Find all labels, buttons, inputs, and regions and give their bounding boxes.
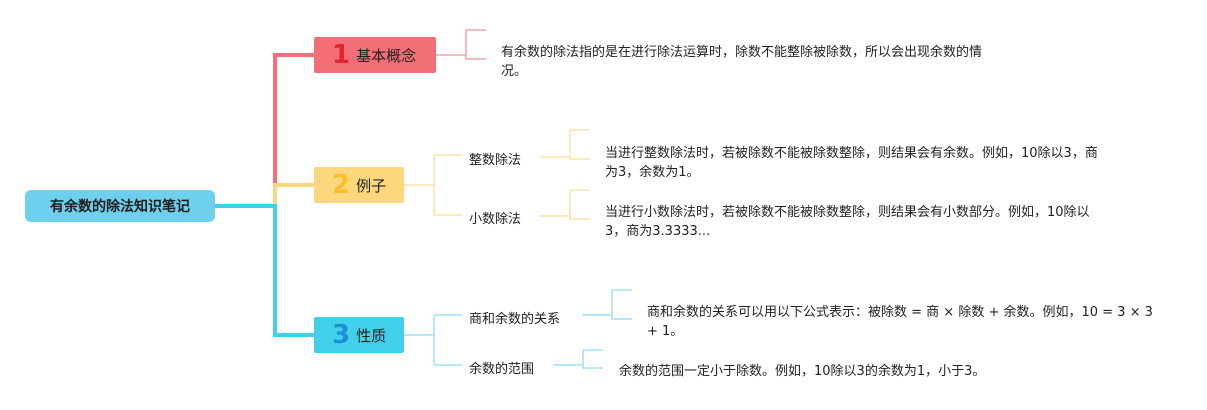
branch-number-3: 3 [332,320,351,350]
leaf-decimal-division[interactable]: 当进行小数除法时，若被除数不能被除数整除，则结果会有小数部分。例如，10除以3，… [605,205,1090,239]
root-topic[interactable]: 有余数的除法知识笔记 [25,190,215,222]
leaf-quotient-remainder-relation[interactable]: 商和余数的关系可以用以下公式表示：被除数 = 商 × 除数 + 余数。例如，10… [647,305,1153,339]
sub-quotient-remainder-relation[interactable]: 商和余数的关系 [469,312,561,327]
leaf-remainder-range[interactable]: 余数的范围一定小于除数。例如，10除以3的余数为1，小于3。 [619,364,986,379]
branch-label: 性质 [356,326,387,345]
branch-number-1: 1 [332,40,351,70]
root-topic-label: 有余数的除法知识笔记 [50,199,190,215]
branch-basic-concept[interactable]: 1 基本概念 [314,37,436,73]
branch-label: 基本概念 [356,46,417,65]
leaf-basic-concept[interactable]: 有余数的除法指的是在进行除法运算时，除数不能整除被除数，所以会出现余数的情况。 [501,45,983,79]
sub-remainder-range[interactable]: 余数的范围 [469,362,535,377]
branch-properties[interactable]: 3 性质 [314,317,404,353]
leaf-integer-division[interactable]: 当进行整数除法时，若被除数不能被除数整除，则结果会有余数。例如，10除以3，商为… [605,146,1098,180]
sub-integer-division[interactable]: 整数除法 [469,153,522,168]
branch-label: 例子 [356,176,387,195]
sub-decimal-division[interactable]: 小数除法 [469,212,522,227]
branch-examples[interactable]: 2 例子 [314,167,404,203]
branch-number-2: 2 [332,170,351,200]
